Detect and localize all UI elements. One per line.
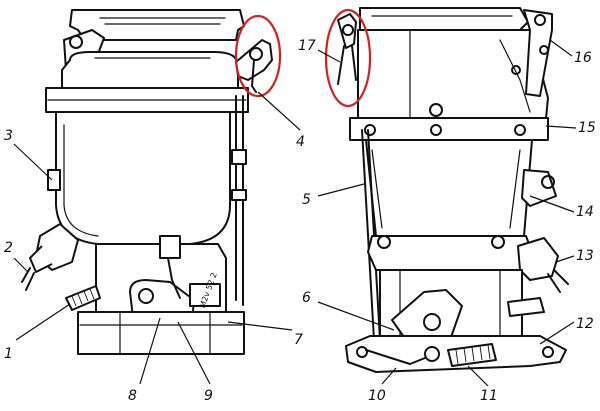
callout-5: 5: [302, 192, 311, 208]
callout-11: 11: [480, 388, 498, 404]
callout-8: 8: [128, 388, 137, 404]
highlight-17: [324, 8, 372, 108]
callout-12: 12: [576, 316, 594, 332]
callout-13: 13: [576, 248, 594, 264]
callout-6: 6: [302, 290, 311, 306]
callout-16: 16: [574, 50, 592, 66]
leader-lines: [13, 39, 577, 387]
callout-1: 1: [4, 346, 13, 362]
callout-14: 14: [576, 204, 594, 220]
highlight-4: [234, 14, 282, 98]
callout-7: 7: [294, 332, 303, 348]
callout-15: 15: [578, 120, 596, 136]
callout-4: 4: [296, 134, 305, 150]
callout-2: 2: [4, 240, 13, 256]
callout-labels: 1 2 3 4 5 6 7 8 9 10 11 12 13 14 15 16 1…: [4, 38, 596, 404]
callout-9: 9: [204, 388, 213, 404]
left-carburetor-view: M2v 52 2: [21, 9, 282, 355]
callout-3: 3: [4, 128, 13, 144]
callout-10: 10: [368, 388, 386, 404]
callout-17: 17: [298, 38, 316, 54]
right-carburetor-view: [324, 7, 569, 373]
